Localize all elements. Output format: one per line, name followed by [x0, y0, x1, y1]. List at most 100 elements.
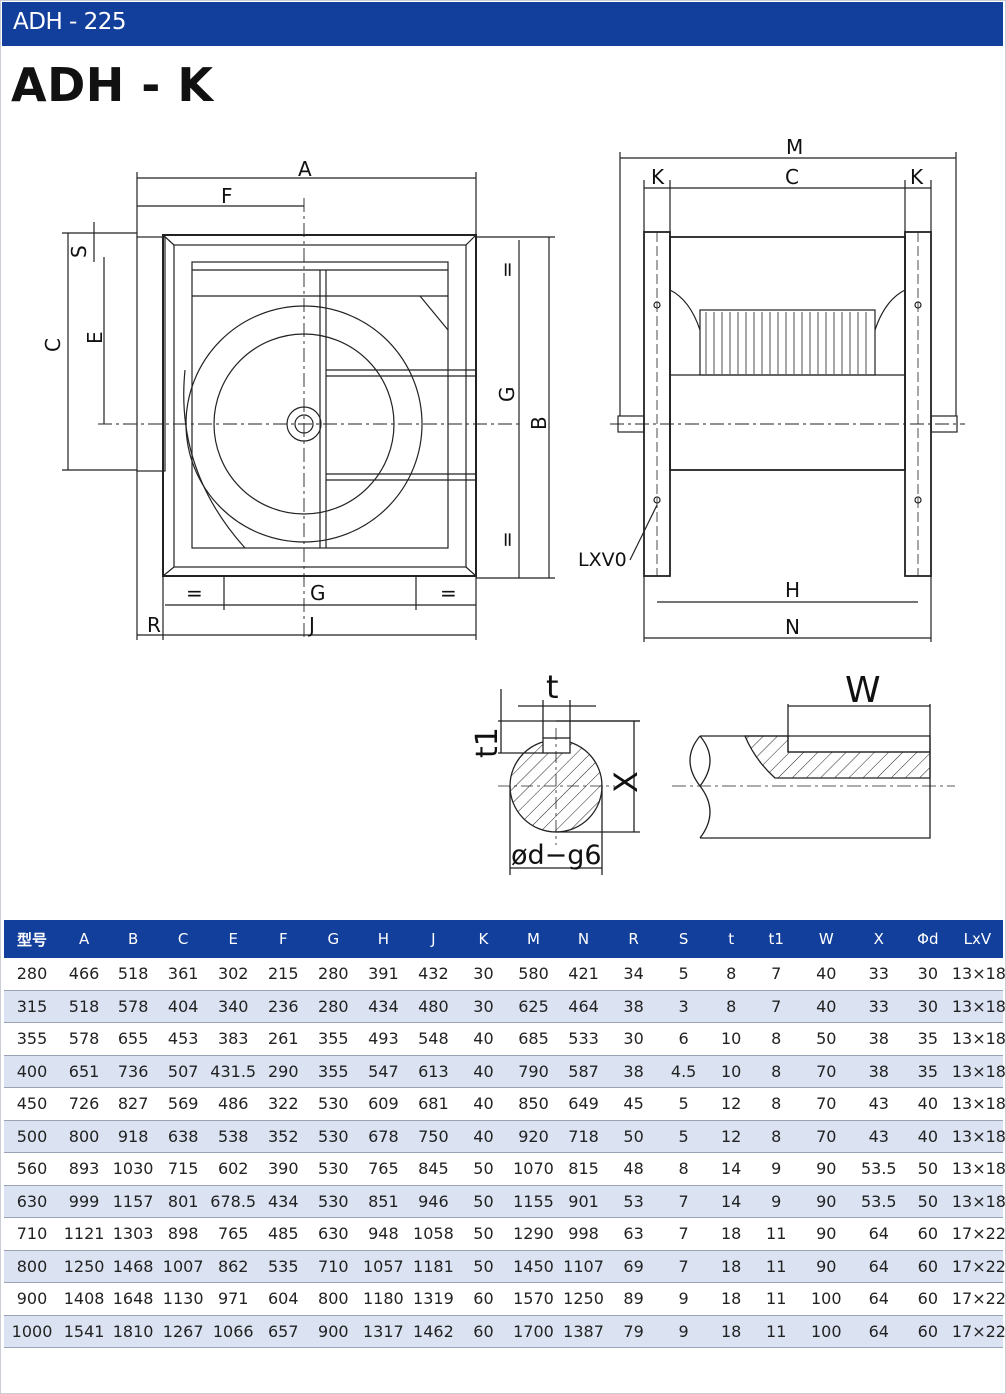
table-cell: 655 — [108, 1022, 159, 1056]
dim-label-eq-left: = — [186, 581, 203, 605]
table-cell: 4.5 — [658, 1055, 709, 1088]
table-cell: 60 — [458, 1282, 509, 1316]
table-cell: 547 — [358, 1055, 409, 1088]
table-cell: 13×18 — [951, 1120, 1006, 1153]
table-cell: 548 — [408, 1022, 459, 1056]
table-cell: 998 — [558, 1217, 609, 1251]
table-cell: 1290 — [508, 1217, 559, 1251]
table-cell: 1107 — [558, 1250, 609, 1283]
shaft-section-labels: t t1 X ød−g6 — [470, 668, 645, 871]
table-cell: 1030 — [108, 1152, 159, 1186]
table-cell: 30 — [903, 990, 952, 1023]
table-cell: 38 — [608, 990, 659, 1023]
table-cell: 750 — [408, 1120, 459, 1153]
table-cell: 53 — [608, 1185, 659, 1218]
table-cell: 50 — [903, 1185, 952, 1218]
table-cell: 13×18 — [951, 1087, 1006, 1121]
table-cell: 43 — [853, 1120, 904, 1153]
dim-label-LXV0: LXV0 — [578, 549, 627, 571]
table-cell: 1130 — [158, 1282, 209, 1316]
table-cell: 60 — [903, 1315, 952, 1348]
column-header: t1 — [753, 920, 799, 958]
table-cell: 43 — [853, 1087, 904, 1121]
table-cell: 464 — [558, 990, 609, 1023]
dim-label-eq-right: = — [440, 581, 457, 605]
table-cell: 845 — [408, 1152, 459, 1186]
table-cell: 580 — [508, 958, 559, 991]
table-cell: 1155 — [508, 1185, 559, 1218]
table-cell: 8 — [753, 1087, 799, 1121]
table-cell: 900 — [308, 1315, 359, 1348]
table-cell: 64 — [853, 1217, 904, 1251]
table-cell: 801 — [158, 1185, 209, 1218]
table-cell: 604 — [258, 1282, 309, 1316]
table-cell: 69 — [608, 1250, 659, 1283]
table-cell: 1541 — [60, 1315, 109, 1348]
table-cell: 30 — [458, 958, 509, 991]
table-cell: 9 — [658, 1315, 709, 1348]
column-header: J — [408, 920, 459, 958]
dim-label-N: N — [785, 615, 800, 639]
table-cell: 1317 — [358, 1315, 409, 1348]
table-cell: 50 — [903, 1152, 952, 1186]
table-cell: 1303 — [108, 1217, 159, 1251]
table-cell: 1700 — [508, 1315, 559, 1348]
table-cell: 9 — [753, 1185, 799, 1218]
table-cell: 9 — [658, 1282, 709, 1316]
table-cell: 400 — [4, 1055, 61, 1088]
table-cell: 7 — [658, 1217, 709, 1251]
table-cell: 1180 — [358, 1282, 409, 1316]
table-cell: 40 — [458, 1022, 509, 1056]
table-cell: 355 — [308, 1055, 359, 1088]
table-cell: 8 — [753, 1055, 799, 1088]
table-cell: 630 — [4, 1185, 61, 1218]
table-cell: 800 — [308, 1282, 359, 1316]
column-header: Φd — [903, 920, 952, 958]
table-cell: 657 — [258, 1315, 309, 1348]
table-cell: 79 — [608, 1315, 659, 1348]
table-cell: 60 — [458, 1315, 509, 1348]
table-cell: 50 — [458, 1185, 509, 1218]
column-header: 型号 — [4, 920, 61, 958]
table-cell: 355 — [4, 1022, 61, 1056]
table-cell: 100 — [798, 1282, 854, 1316]
table-cell: 518 — [60, 990, 109, 1023]
table-cell: 507 — [158, 1055, 209, 1088]
table-cell: 800 — [60, 1120, 109, 1153]
table-cell: 11 — [753, 1282, 799, 1316]
table-cell: 8 — [753, 1022, 799, 1056]
dimension-drawing: A F S C E = G B = = G = R J — [41, 135, 965, 875]
table-cell: 431.5 — [208, 1055, 259, 1088]
table-cell: 638 — [158, 1120, 209, 1153]
table-cell: 383 — [208, 1022, 259, 1056]
table-cell: 8 — [708, 990, 754, 1023]
table-cell: 35 — [903, 1022, 952, 1056]
table-cell: 390 — [258, 1152, 309, 1186]
table-cell: 60 — [903, 1282, 952, 1316]
table-cell: 800 — [4, 1250, 61, 1283]
table-cell: 90 — [798, 1152, 854, 1186]
table-cell: 50 — [458, 1217, 509, 1251]
table-cell: 17×22 — [951, 1217, 1006, 1251]
technical-drawings: A F S C E = G B = = G = R J — [0, 120, 1006, 890]
table-cell: 89 — [608, 1282, 659, 1316]
table-cell: 53.5 — [853, 1185, 904, 1218]
table-cell: 827 — [108, 1087, 159, 1121]
table-cell: 40 — [798, 958, 854, 991]
table-cell: 715 — [158, 1152, 209, 1186]
table-cell: 533 — [558, 1022, 609, 1056]
table-cell: 38 — [853, 1055, 904, 1088]
table-cell: 45 — [608, 1087, 659, 1121]
table-cell: 361 — [158, 958, 209, 991]
dim-label-t: t — [546, 668, 559, 706]
table-cell: 5 — [658, 1120, 709, 1153]
table-cell: 718 — [558, 1120, 609, 1153]
table-cell: 5 — [658, 958, 709, 991]
table-cell: 18 — [708, 1282, 754, 1316]
table-cell: 33 — [853, 958, 904, 991]
table-cell: 1570 — [508, 1282, 559, 1316]
